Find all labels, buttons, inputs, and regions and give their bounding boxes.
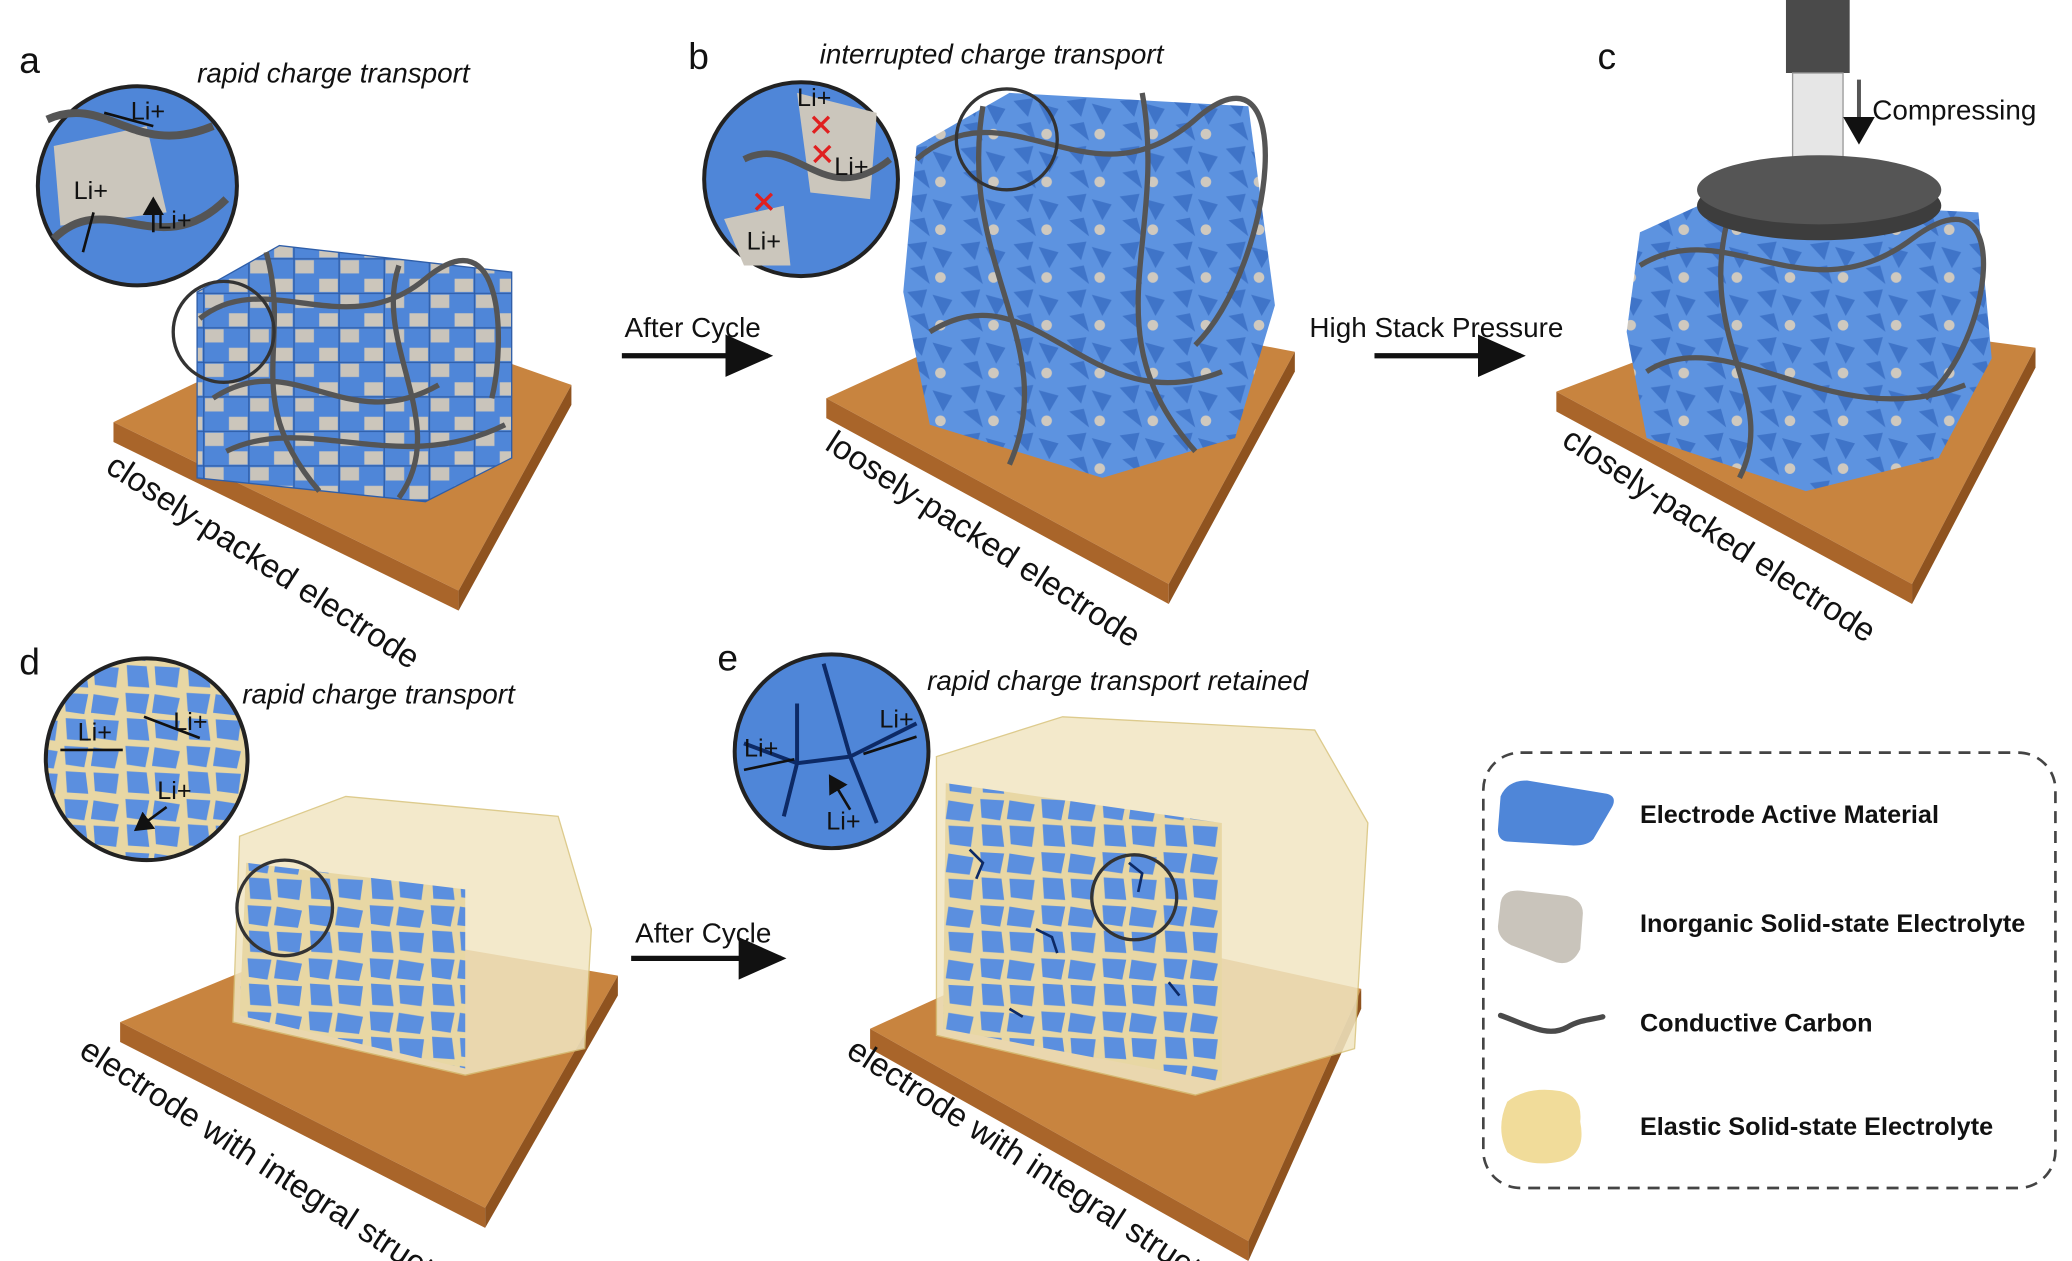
li-ion-label: Li+ (834, 153, 868, 181)
inset-magnifier: Li+ Li+ Li+ (732, 652, 931, 851)
zoom-marker (235, 858, 335, 958)
inorganic-electrolyte-icon (1497, 890, 1583, 964)
li-ion-label: Li+ (826, 808, 860, 836)
legend-item-electrode-active-material: Electrode Active Material (1497, 780, 1939, 846)
active-material-icon (1497, 780, 1614, 846)
panel-letter: d (19, 640, 40, 682)
closely-packed-cube (196, 244, 513, 503)
integral-electrode-block (232, 795, 593, 1076)
panel-d: d rapid charge transport Li+ Li+ Li+ ele… (19, 640, 618, 1261)
transition-arrow-after-cycle: After Cycle (631, 917, 787, 980)
compressed-cube (1626, 199, 1992, 492)
panel-letter: a (19, 39, 40, 81)
panel-letter: e (717, 636, 738, 678)
inset-magnifier: Li+ Li+ Li+ (35, 84, 239, 288)
elastic-electrolyte-icon (1501, 1089, 1582, 1164)
legend-item-conductive-carbon: Conductive Carbon (1497, 1009, 1873, 1037)
li-ion-label: Li+ (157, 206, 191, 234)
legend-item-inorganic-electrolyte: Inorganic Solid-state Electrolyte (1497, 890, 2025, 964)
arrow-label: After Cycle (625, 312, 761, 343)
li-ion-label: Li+ (78, 719, 112, 747)
panel-letter: b (688, 35, 709, 77)
arrow-label: After Cycle (635, 917, 771, 948)
li-ion-label: Li+ (747, 228, 781, 256)
panel-e: e rapid charge transport retained Li+ Li… (717, 636, 1369, 1261)
legend-label: Elastic Solid-state Electrolyte (1640, 1113, 1993, 1141)
li-ion-label: Li+ (74, 177, 108, 205)
press-label: Compressing (1872, 94, 2036, 125)
li-ion-label: Li+ (879, 705, 913, 733)
inset-magnifier: Li+ Li+ Li+ (702, 80, 900, 279)
integral-electrode-block (935, 716, 1369, 1096)
transition-arrow-high-stack-pressure: High Stack Pressure (1309, 312, 1563, 377)
legend-label: Conductive Carbon (1640, 1009, 1873, 1037)
carbon-icon (1497, 1012, 1606, 1034)
li-ion-label: Li+ (157, 777, 191, 805)
zoom-marker (1090, 853, 1179, 942)
panel-caption: rapid charge transport retained (927, 665, 1309, 696)
arrow-label: High Stack Pressure (1309, 312, 1563, 343)
legend-label: Electrode Active Material (1640, 801, 1939, 829)
legend: Electrode Active Material Inorganic Soli… (1481, 751, 2057, 1190)
blocked-x-icon (754, 115, 832, 211)
zoom-marker (171, 279, 276, 384)
panel-caption: rapid charge transport (197, 57, 471, 88)
li-ion-label: Li+ (797, 84, 831, 112)
li-ion-label: Li+ (173, 708, 207, 736)
li-ion-label: Li+ (744, 735, 778, 763)
legend-label: Inorganic Solid-state Electrolyte (1640, 910, 2025, 938)
press-icon (1697, 0, 1942, 241)
zoom-marker (954, 87, 1059, 192)
panel-a: a rapid charge transport Li+ Li+ Li+ clo… (19, 39, 572, 677)
inset-magnifier: Li+ Li+ Li+ (43, 656, 250, 863)
transition-arrow-after-cycle: After Cycle (621, 312, 774, 377)
panel-b: b interrupted charge transport Li+ Li+ L… (688, 35, 1295, 655)
panel-caption: interrupted charge transport (820, 39, 1165, 70)
panel-caption: rapid charge transport (242, 679, 516, 710)
panel-c: c Compressing closely-packed electrode (1556, 0, 2036, 650)
legend-item-elastic-electrolyte: Elastic Solid-state Electrolyte (1501, 1089, 1993, 1164)
panel-letter: c (1597, 35, 1616, 77)
